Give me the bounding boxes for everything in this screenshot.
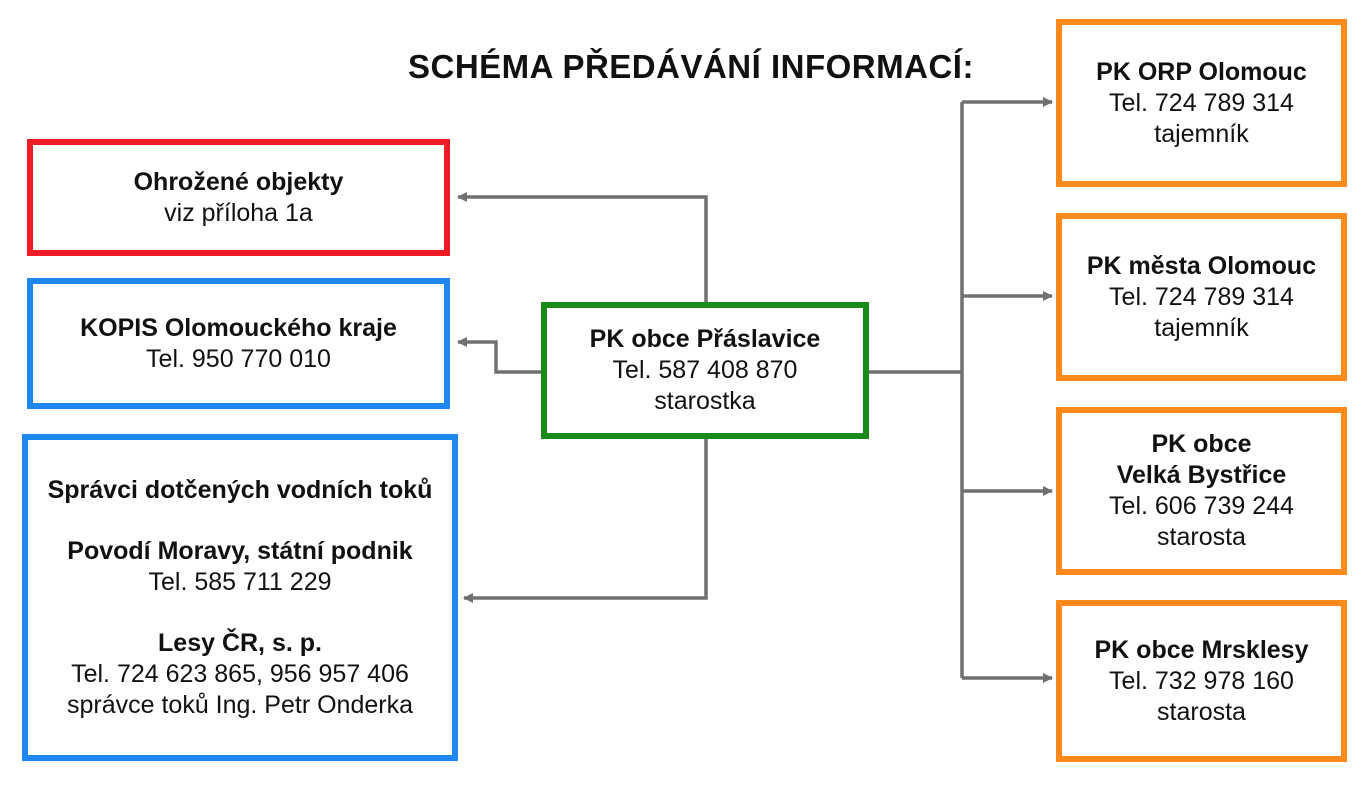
river-managers-box: Správci dotčených vodních toků Povodí Mo… <box>22 434 458 761</box>
kopis-tel: Tel. 950 770 010 <box>146 344 331 373</box>
threatened-objects-box: Ohrožené objekty viz příloha 1a <box>27 139 450 256</box>
center-box: PK obce Přáslavice Tel. 587 408 870 star… <box>541 302 869 439</box>
velka-bystrice-name-line1: PK obce <box>1151 430 1252 458</box>
orp-olomouc-tel: Tel. 724 789 314 <box>1109 88 1294 117</box>
mesto-olomouc-box: PK města Olomouc Tel. 724 789 314 tajemn… <box>1056 213 1347 381</box>
mrsklesy-role: starosta <box>1157 697 1246 726</box>
kopis-name: KOPIS Olomouckého kraje <box>80 313 397 342</box>
velka-bystrice-name-line2: Velká Bystřice <box>1116 461 1287 489</box>
center-role: starostka <box>654 387 756 415</box>
arrow-to-threatened <box>457 192 708 303</box>
arrow-to-rivers <box>463 438 708 603</box>
arrow-to-kopis <box>457 337 542 374</box>
orp-olomouc-name: PK ORP Olomouc <box>1096 57 1307 86</box>
povodi-name: Povodí Moravy, státní podnik <box>67 536 413 565</box>
mesto-olomouc-tel: Tel. 724 789 314 <box>1109 282 1294 311</box>
lesy-name: Lesy ČR, s. p. <box>158 628 322 657</box>
mesto-olomouc-role: tajemník <box>1154 313 1249 342</box>
orp-olomouc-box: PK ORP Olomouc Tel. 724 789 314 tajemník <box>1056 19 1347 187</box>
threatened-objects-name: Ohrožené objekty <box>133 167 344 196</box>
river-managers-heading: Správci dotčených vodních toků <box>47 475 433 504</box>
lesy-person: správce toků Ing. Petr Onderka <box>66 690 413 719</box>
velka-bystrice-role: starosta <box>1157 523 1246 551</box>
mrsklesy-name: PK obce Mrsklesy <box>1094 635 1309 664</box>
velka-bystrice-tel: Tel. 606 739 244 <box>1109 492 1294 520</box>
mrsklesy-tel: Tel. 732 978 160 <box>1109 666 1294 695</box>
mrsklesy-box: PK obce Mrsklesy Tel. 732 978 160 staros… <box>1056 600 1347 762</box>
lesy-tel: Tel. 724 623 865, 956 957 406 <box>71 659 409 688</box>
kopis-box: KOPIS Olomouckého kraje Tel. 950 770 010 <box>27 278 450 409</box>
mesto-olomouc-name: PK města Olomouc <box>1086 251 1317 280</box>
center-name: PK obce Přáslavice <box>589 325 821 353</box>
diagram-title: SCHÉMA PŘEDÁVÁNÍ INFORMACÍ: <box>408 48 974 85</box>
velka-bystrice-box: PK obce Velká Bystřice Tel. 606 739 244 … <box>1056 407 1347 575</box>
povodi-tel: Tel. 585 711 229 <box>148 567 332 596</box>
threatened-objects-note: viz příloha 1a <box>164 198 313 227</box>
orp-olomouc-role: tajemník <box>1154 119 1249 148</box>
center-tel: Tel. 587 408 870 <box>612 356 798 384</box>
